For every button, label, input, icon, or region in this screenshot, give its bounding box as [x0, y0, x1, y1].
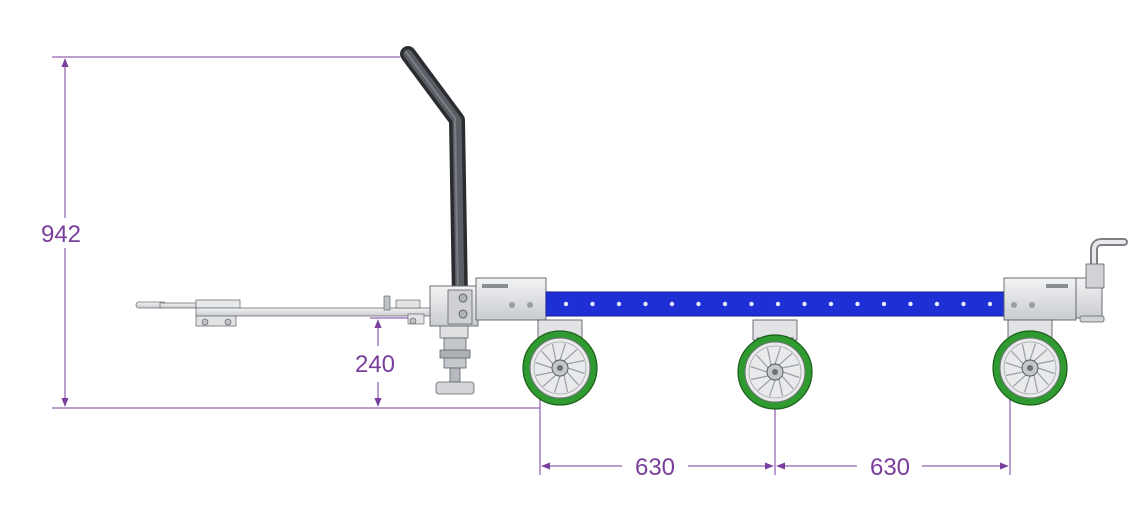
- caster-wheel-front: [522, 319, 598, 406]
- frame-hole: [855, 301, 860, 307]
- frame-hole: [828, 301, 834, 307]
- frame-hole: [722, 301, 728, 307]
- frame-holes: [563, 301, 993, 307]
- caster-wheels: [522, 319, 1068, 410]
- frame-hole: [749, 301, 754, 307]
- frame-hole: [590, 301, 595, 307]
- frame-hole: [563, 301, 569, 307]
- caster-wheel-middle: [737, 319, 813, 410]
- frame-end-plate-front: [475, 277, 547, 321]
- frame-hole: [934, 301, 940, 307]
- dimension-label-240: 240: [355, 351, 395, 378]
- frame-hole: [881, 301, 887, 307]
- cart-frame: [475, 277, 1077, 321]
- rear-coupling: [1075, 238, 1128, 323]
- frame-hole: [775, 301, 781, 307]
- frame-hole: [616, 301, 622, 307]
- frame-hole: [669, 301, 675, 307]
- push-handle: [400, 46, 468, 308]
- dimension-label-942: 942: [41, 221, 81, 248]
- front-coupling-bracket: [429, 285, 479, 395]
- frame-hole: [643, 301, 648, 307]
- dimension-label-630-rear: 630: [870, 454, 910, 481]
- dimension-label-630-front: 630: [635, 454, 675, 481]
- frame-hole: [802, 301, 807, 307]
- frame-hole: [696, 301, 701, 307]
- frame-hole: [961, 301, 966, 307]
- frame-hole: [987, 301, 993, 307]
- tow-bar: [135, 295, 437, 327]
- frame-beam-blue: [545, 291, 1005, 317]
- frame-hole: [908, 301, 913, 307]
- caster-wheel-rear: [992, 319, 1068, 406]
